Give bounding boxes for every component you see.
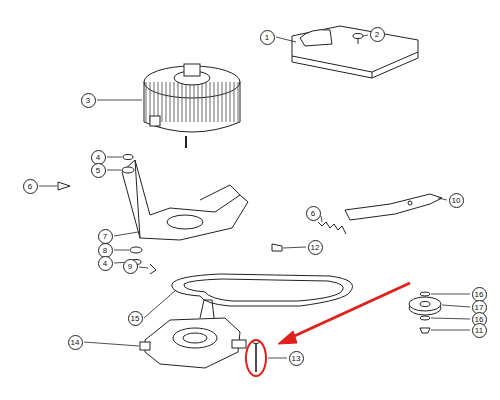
highlight-arrow: [278, 283, 410, 344]
callout-number: 6: [23, 179, 38, 194]
callout-number: 7: [98, 229, 113, 244]
belt: [172, 274, 353, 306]
pulley: [409, 292, 441, 333]
cover: [292, 26, 418, 78]
callout-number: 5: [91, 163, 106, 178]
washers: [58, 155, 282, 275]
callout-number: 14: [68, 335, 83, 350]
spring-and-lever: [318, 194, 442, 234]
pump: [140, 300, 246, 368]
motor-bracket: [122, 160, 248, 240]
callout-number: 6: [306, 206, 321, 221]
pin: [253, 341, 260, 373]
motor: [144, 64, 240, 148]
callout-number: 13: [289, 351, 304, 366]
leader-lines: [39, 35, 470, 358]
callout-number: 3: [81, 93, 96, 108]
screw: [353, 34, 363, 45]
callout-number: 1: [260, 30, 275, 45]
callout-number: 12: [308, 240, 323, 255]
callout-number: 11: [472, 323, 487, 338]
callout-number: 4: [98, 256, 113, 271]
highlight-circle: [246, 340, 266, 376]
callout-number: 9: [123, 259, 138, 274]
callout-number: 2: [370, 27, 385, 42]
callout-number: 10: [449, 193, 464, 208]
callout-number: 15: [128, 311, 143, 326]
